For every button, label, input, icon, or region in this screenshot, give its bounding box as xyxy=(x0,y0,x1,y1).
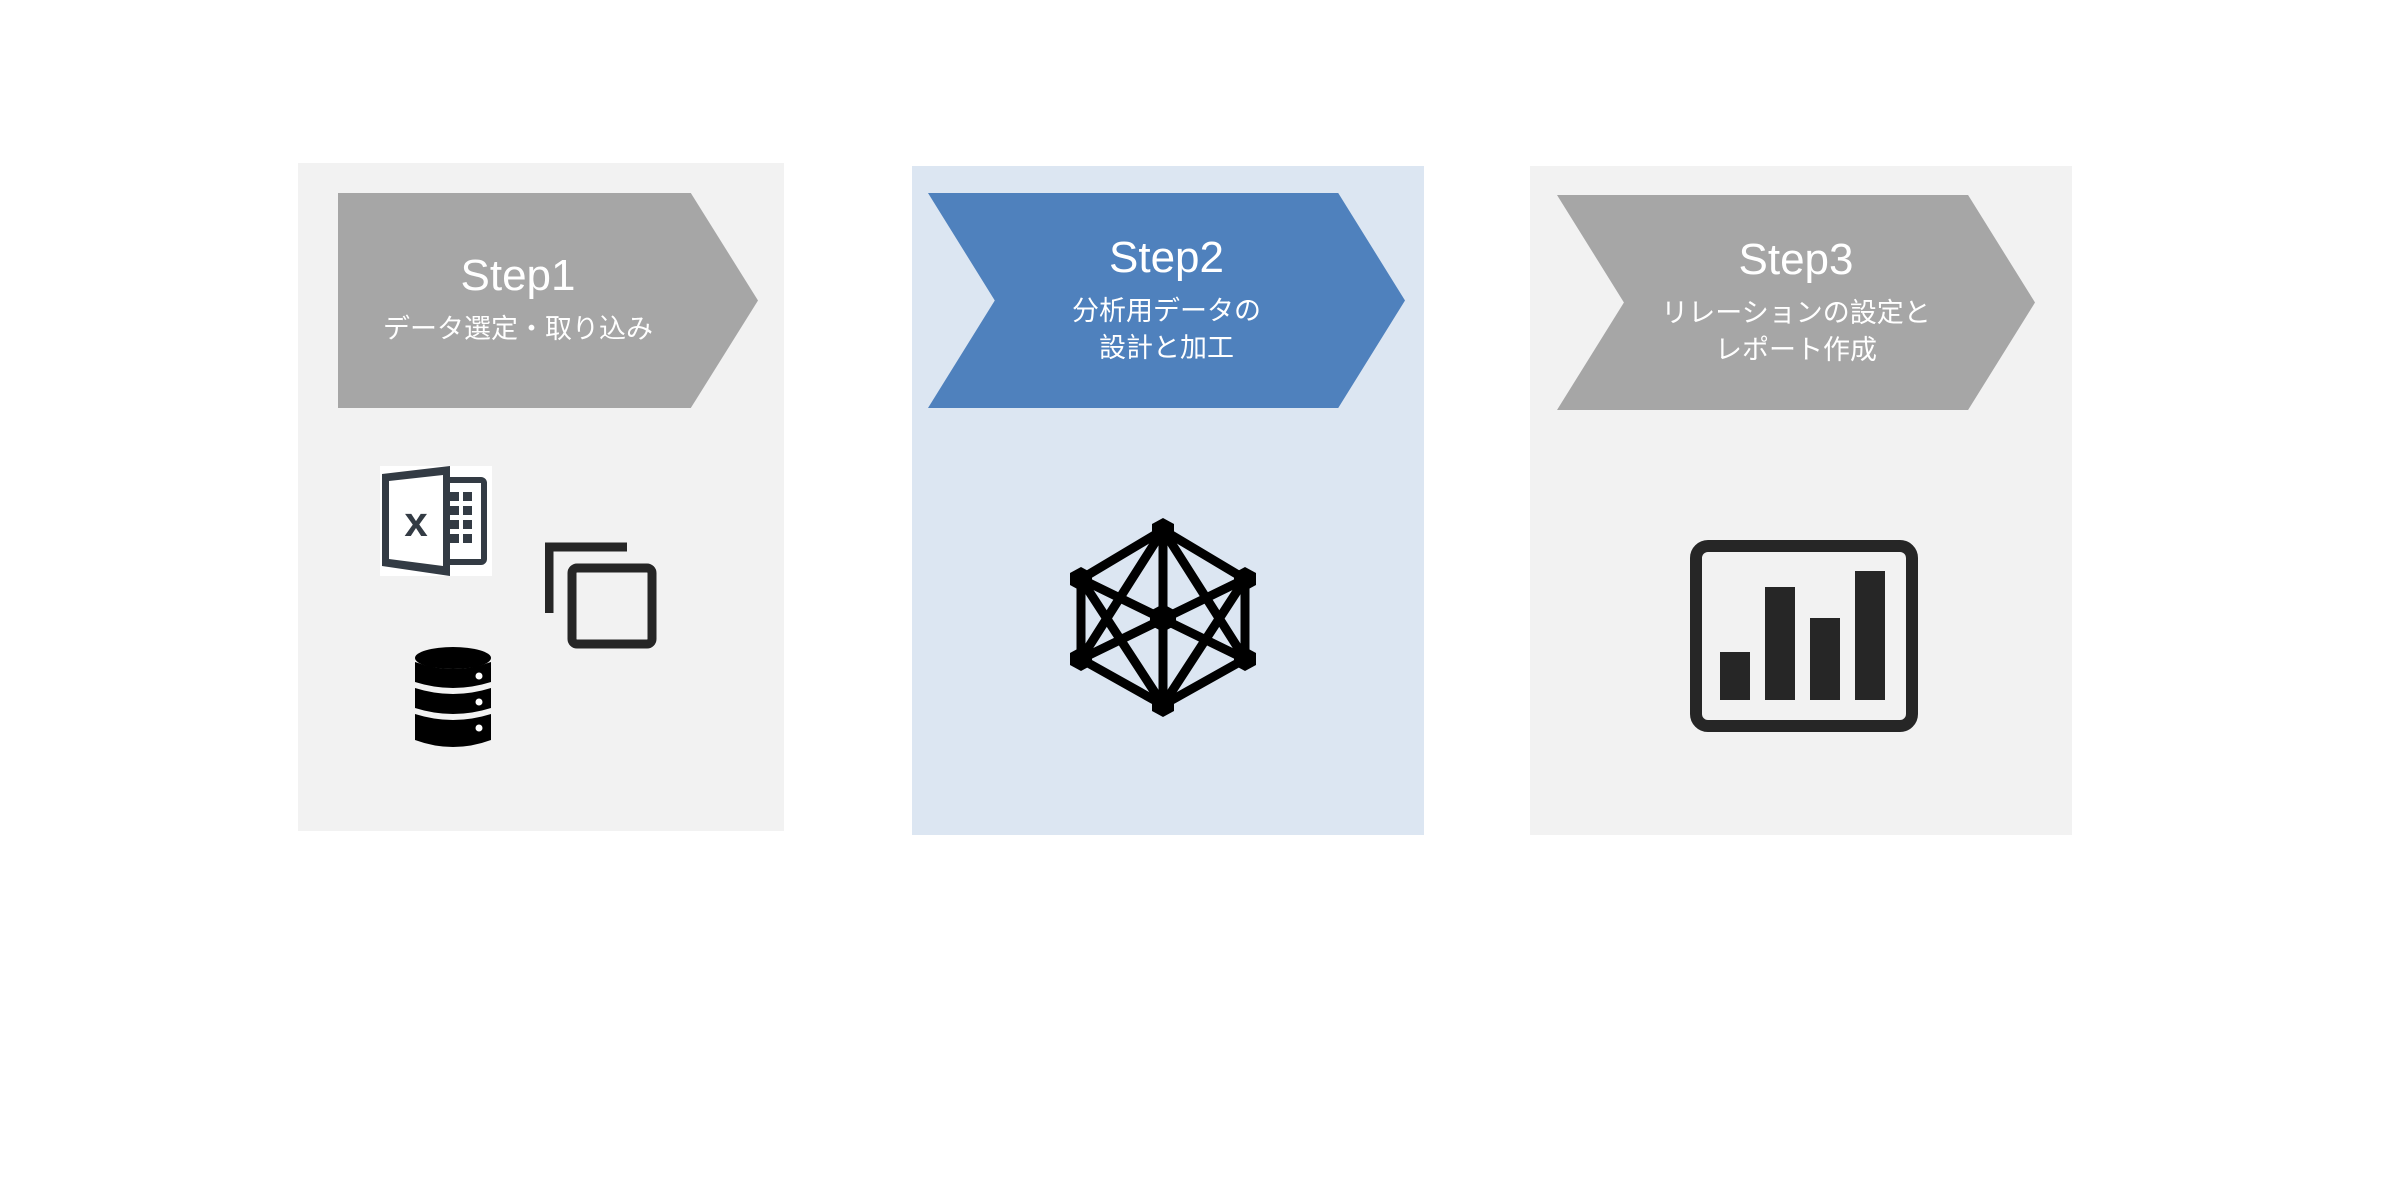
step1-description: データ選定・取り込み xyxy=(383,314,653,346)
step2-chevron: Step2 分析用データの 設計と加工 xyxy=(928,193,1405,408)
svg-text:x: x xyxy=(404,498,428,545)
step1-title: Step1 xyxy=(460,251,576,301)
step2-description: 分析用データの 設計と加工 xyxy=(1072,296,1261,364)
database-icon xyxy=(415,647,491,747)
step1-chevron: Step1 データ選定・取り込み xyxy=(338,193,758,408)
excel-icon: x xyxy=(380,466,492,576)
bar-chart-icon xyxy=(1690,540,1918,732)
step2-title: Step2 xyxy=(1109,232,1224,282)
step3-chevron: Step3 リレーションの設定と レポート作成 xyxy=(1557,195,2035,410)
step3-title: Step3 xyxy=(1738,234,1854,284)
step3-description: リレーションの設定と レポート作成 xyxy=(1661,298,1931,366)
network-icon xyxy=(1070,518,1256,717)
copy-icon xyxy=(545,542,657,649)
